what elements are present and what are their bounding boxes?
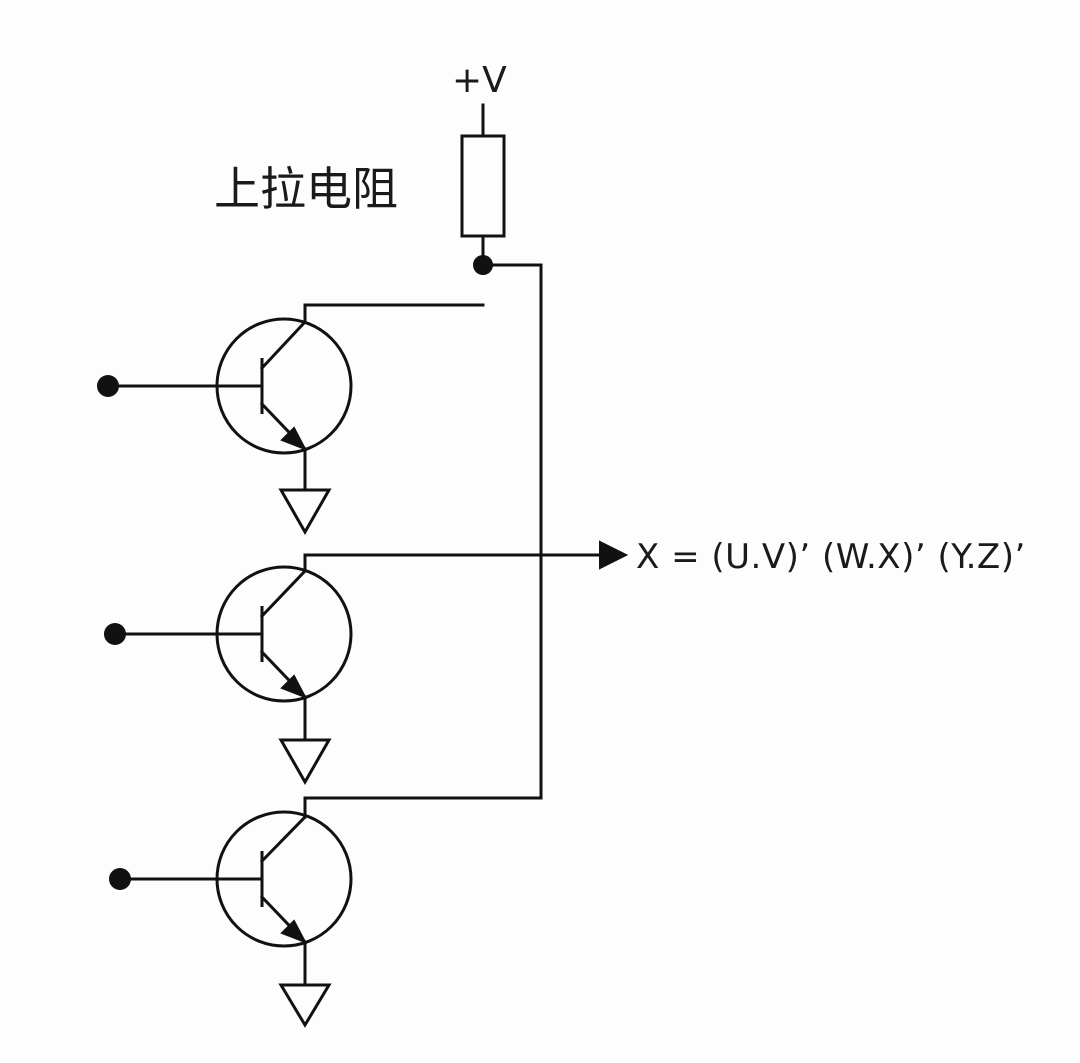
- pull-up-resistor-label: 上拉电阻: [214, 162, 398, 216]
- pull-up-bus: [481, 263, 543, 800]
- collector-wire-3: [303, 796, 543, 819]
- ground-icon-3: [278, 983, 332, 1028]
- npn-transistor-3: [118, 810, 353, 1028]
- collector-wire-1: [303, 303, 485, 324]
- npn-transistor-1: [106, 317, 353, 536]
- input-terminal-1: [97, 375, 119, 397]
- npn-transistor-2: [113, 565, 353, 786]
- supply-label: +V: [452, 60, 507, 101]
- output-arrow-icon: [599, 540, 629, 570]
- ground-icon-2: [278, 738, 332, 786]
- collector-wire-2: [303, 553, 614, 573]
- input-terminal-3: [109, 868, 131, 890]
- output-expression: X = (U.V)’ (W.X)’ (Y.Z)’: [636, 537, 1026, 577]
- ground-icon-1: [278, 488, 332, 536]
- pull-up-resistor: [460, 134, 506, 238]
- input-terminal-2: [104, 623, 126, 645]
